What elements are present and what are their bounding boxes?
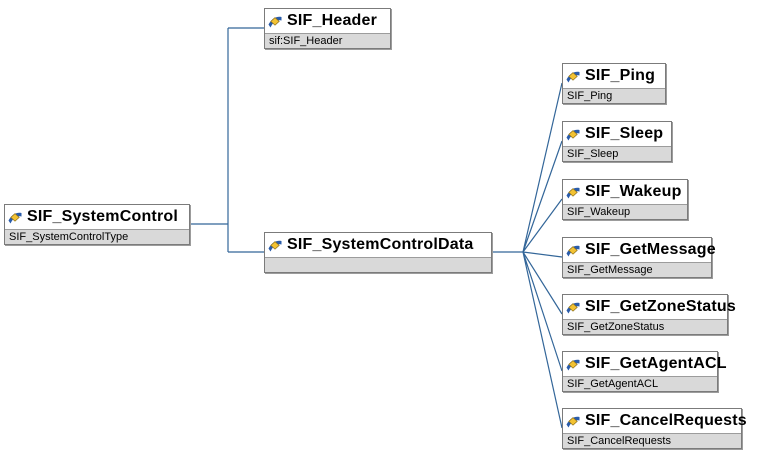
node-sif-getzonestatus[interactable]: SIF_GetZoneStatus SIF_GetZoneStatus <box>562 294 736 335</box>
node-type: SIF_Ping <box>563 88 665 103</box>
node-type: SIF_GetZoneStatus <box>563 319 727 334</box>
node-type: SIF_Sleep <box>563 146 671 161</box>
root-connectors <box>190 27 264 253</box>
element-icon <box>566 128 580 141</box>
node-sif-sleep[interactable]: SIF_Sleep SIF_Sleep <box>562 121 672 162</box>
node-sif-systemcontroldata[interactable]: SIF_SystemControlData <box>264 232 492 273</box>
node-sif-wakeup[interactable]: SIF_Wakeup SIF_Wakeup <box>562 179 688 220</box>
node-sif-getagentacl[interactable]: SIF_GetAgentACL SIF_GetAgentACL <box>562 351 726 392</box>
node-type <box>265 257 491 272</box>
node-title: SIF_GetAgentACL <box>585 355 727 372</box>
node-title: SIF_SystemControl <box>27 208 178 225</box>
node-type: sif:SIF_Header <box>265 33 390 48</box>
node-title: SIF_Wakeup <box>585 183 682 200</box>
node-type: SIF_CancelRequests <box>563 433 741 448</box>
node-title: SIF_Header <box>287 12 378 29</box>
element-icon <box>566 244 580 257</box>
node-title: SIF_CancelRequests <box>585 412 747 429</box>
node-title: SIF_Sleep <box>585 125 664 142</box>
element-icon <box>566 186 580 199</box>
node-sif-cancelrequests[interactable]: SIF_CancelRequests SIF_CancelRequests <box>562 408 747 449</box>
node-title: SIF_Ping <box>585 67 656 84</box>
node-type: SIF_Wakeup <box>563 204 687 219</box>
element-icon <box>8 211 22 224</box>
node-title: SIF_GetZoneStatus <box>585 298 736 315</box>
node-sif-ping[interactable]: SIF_Ping SIF_Ping <box>562 63 666 104</box>
node-title: SIF_GetMessage <box>585 241 716 258</box>
node-type: SIF_SystemControlType <box>5 229 189 244</box>
element-icon <box>268 15 282 28</box>
element-icon <box>566 415 580 428</box>
node-title: SIF_SystemControlData <box>287 236 474 253</box>
element-icon <box>268 239 282 252</box>
element-icon <box>566 358 580 371</box>
node-type: SIF_GetMessage <box>563 262 711 277</box>
node-sif-systemcontrol[interactable]: SIF_SystemControl SIF_SystemControlType <box>4 204 190 245</box>
child-connectors <box>522 82 563 429</box>
element-icon <box>566 70 580 83</box>
node-sif-header[interactable]: SIF_Header sif:SIF_Header <box>264 8 391 49</box>
element-icon <box>566 301 580 314</box>
node-sif-getmessage[interactable]: SIF_GetMessage SIF_GetMessage <box>562 237 716 278</box>
node-type: SIF_GetAgentACL <box>563 376 717 391</box>
